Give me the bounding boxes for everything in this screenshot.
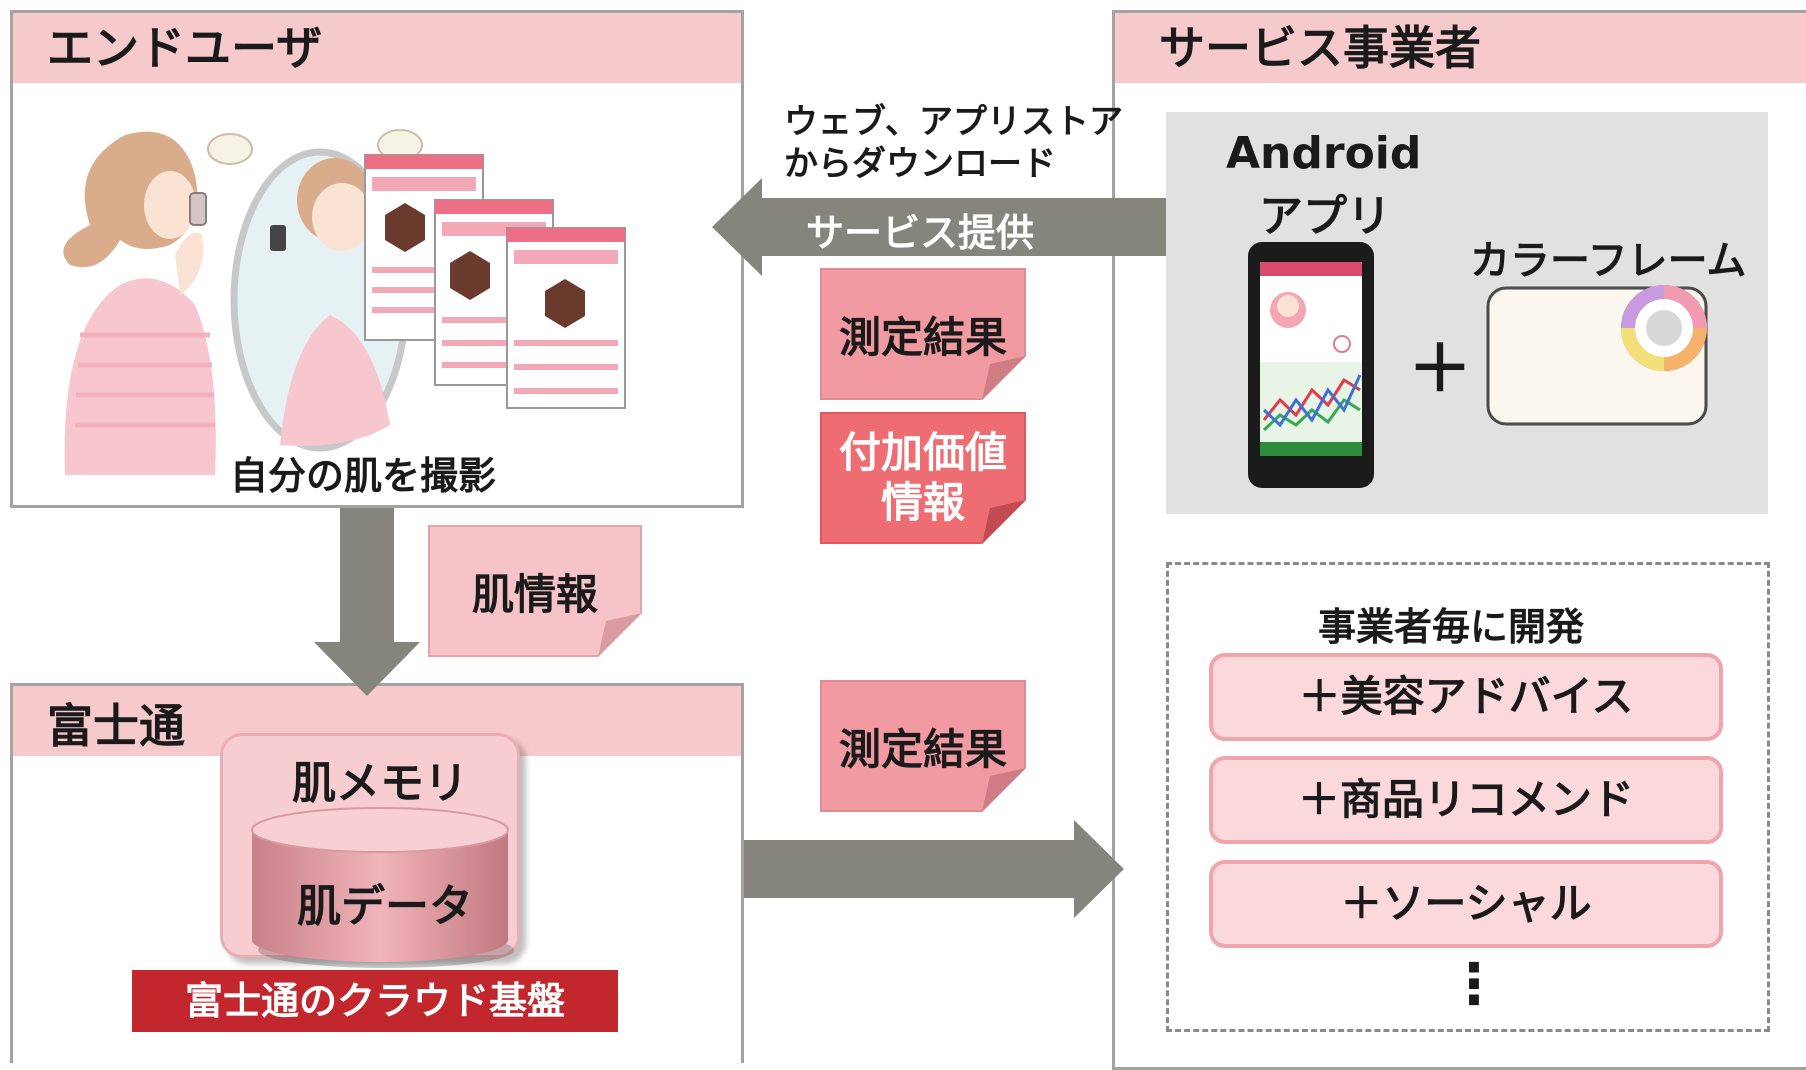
end-user-title: エンドユーザ xyxy=(13,13,741,83)
note-value-info: 付加価値 情報 xyxy=(820,412,1026,544)
note-skin-info: 肌情報 xyxy=(428,525,642,657)
development-title: 事業者毎に開発 xyxy=(1318,605,1585,649)
end-user-caption: 自分の肌を撮影 xyxy=(230,454,497,498)
database-cylinder-icon xyxy=(251,807,514,968)
download-text-line2: からダウンロード xyxy=(784,144,1056,184)
more-ellipsis-icon: ⋮ xyxy=(1446,952,1502,1017)
note-result-bottom: 測定結果 xyxy=(820,680,1026,812)
development-box xyxy=(1166,562,1770,1032)
skin-memory-label: 肌メモリ xyxy=(292,758,468,809)
android-phone-icon xyxy=(1248,242,1374,488)
dev-item-product-recommend: ＋商品リコメンド xyxy=(1209,756,1723,844)
app-label: アプリ xyxy=(1259,191,1391,242)
android-label: Android xyxy=(1226,128,1422,179)
plus-sign: ＋ xyxy=(1408,333,1472,407)
service-provider-title: サービス事業者 xyxy=(1115,13,1806,83)
right-arrow xyxy=(744,820,1124,918)
cloud-platform-label: 富士通のクラウド基盤 xyxy=(132,970,618,1032)
download-text-line1: ウェブ、アプリストア xyxy=(784,102,1123,142)
dev-item-social: ＋ソーシャル xyxy=(1209,860,1723,948)
service-arrow xyxy=(712,178,1166,276)
app-screen-3 xyxy=(506,227,626,409)
skin-data-label: 肌データ xyxy=(297,881,473,932)
down-arrow xyxy=(314,508,420,696)
dev-item-beauty-advice: ＋美容アドバイス xyxy=(1209,653,1723,741)
color-frame-icon xyxy=(1486,285,1708,426)
color-frame-label: カラーフレーム xyxy=(1470,238,1747,284)
note-result-top: 測定結果 xyxy=(820,268,1026,400)
selfie-illustration xyxy=(63,129,626,475)
service-label: サービス提供 xyxy=(806,211,1035,255)
